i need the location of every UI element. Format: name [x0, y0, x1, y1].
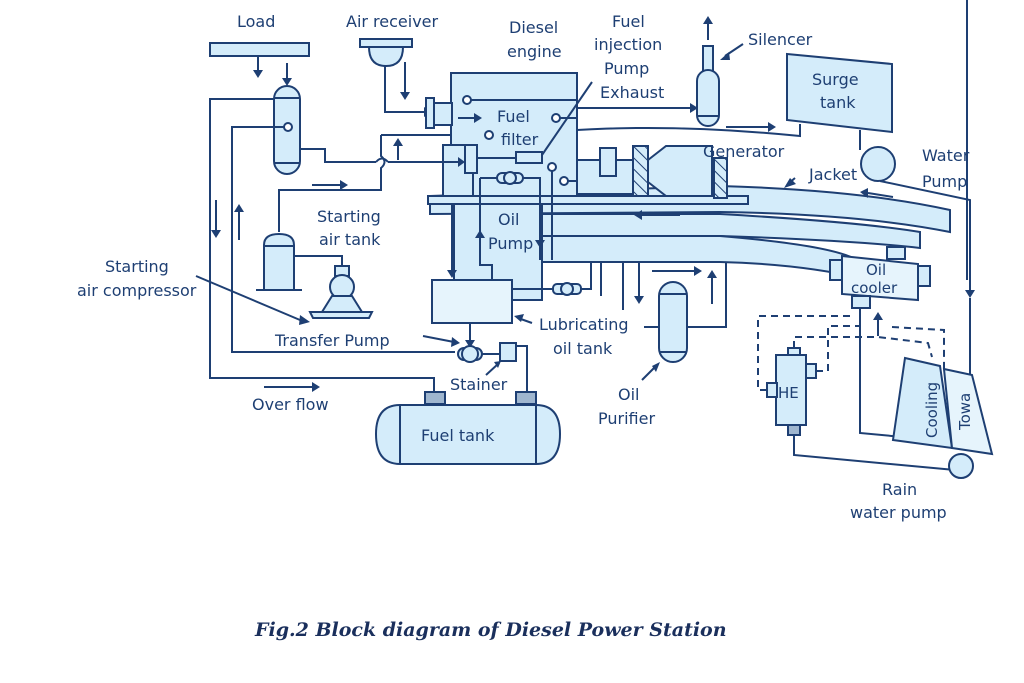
- stainer: [485, 342, 528, 392]
- label-tower: Towa: [956, 393, 974, 431]
- heat-exchanger: [757, 315, 956, 471]
- label-starting-air-compressor-1: Starting: [105, 257, 169, 276]
- label-oil-cooler-2: cooler: [851, 279, 898, 297]
- label-fuel-injection-1: Fuel: [612, 12, 645, 31]
- fuel-tank: [374, 391, 562, 465]
- load: [209, 42, 310, 86]
- surge-tank: [786, 52, 893, 150]
- label-generator: Generator: [703, 142, 785, 161]
- label-oil-purifier-2: Purifier: [598, 409, 655, 428]
- label-fuel-tank: Fuel tank: [421, 426, 495, 445]
- label-oil-pump-2: Pump: [488, 234, 533, 253]
- day-tank-vessel: [209, 85, 455, 392]
- label-lubricating-oil-tank-1: Lubricating: [539, 315, 629, 334]
- label-fuel-filter-1: Fuel: [497, 107, 530, 126]
- label-fuel-injection-3: Pump: [604, 59, 649, 78]
- label-diesel-engine-1: Diesel: [509, 18, 558, 37]
- lubricating-oil-tank: [431, 204, 602, 348]
- label-fuel-filter-2: filter: [501, 130, 539, 149]
- air-receiver: [359, 38, 453, 129]
- label-diesel-engine-2: engine: [507, 42, 562, 61]
- rain-water-pump: [948, 453, 974, 479]
- label-load: Load: [237, 12, 275, 31]
- label-fuel-injection-2: injection: [594, 35, 662, 54]
- label-air-receiver: Air receiver: [346, 12, 439, 31]
- cooling-tower: [891, 356, 994, 456]
- label-starting-air-tank-2: air tank: [319, 230, 381, 249]
- label-transfer-pump: Transfer Pump: [274, 331, 390, 350]
- label-lubricating-oil-tank-2: oil tank: [553, 339, 613, 358]
- label-water-pump-2: Pump: [922, 172, 967, 191]
- label-oil-purifier-1: Oil: [618, 385, 639, 404]
- figure-caption: Fig.2 Block diagram of Diesel Power Stat…: [254, 619, 727, 641]
- label-jacket: Jacket: [808, 165, 857, 184]
- label-oil-pump-1: Oil: [498, 210, 519, 229]
- label-starting-air-compressor-2: air compressor: [77, 281, 197, 300]
- label-surge-tank-1: Surge: [812, 70, 859, 89]
- label-rain-water-pump-2: water pump: [850, 503, 947, 522]
- label-he: HE: [778, 384, 799, 402]
- oil-cooler: [829, 246, 936, 441]
- oil-purifier: [622, 262, 727, 381]
- label-stainer: Stainer: [450, 375, 508, 394]
- label-exhaust: Exhaust: [600, 83, 664, 102]
- label-water-pump-1: Water: [922, 146, 970, 165]
- label-starting-air-tank-1: Starting: [317, 207, 381, 226]
- starting-air-tank: [256, 232, 343, 291]
- engine-base-plate: [427, 195, 749, 205]
- label-oil-cooler-1: Oil: [866, 261, 886, 279]
- label-over-flow: Over flow: [252, 395, 329, 414]
- label-cooling: Cooling: [923, 382, 941, 438]
- silencer: [696, 16, 744, 127]
- label-silencer: Silencer: [748, 30, 813, 49]
- water-pump: [860, 0, 975, 382]
- exhaust-line: [576, 103, 801, 138]
- transfer-pump: [422, 335, 500, 363]
- label-surge-tank-2: tank: [820, 93, 856, 112]
- label-rain-water-pump-1: Rain: [882, 480, 917, 499]
- starting-air-compressor: [195, 265, 374, 325]
- generator: [576, 145, 728, 199]
